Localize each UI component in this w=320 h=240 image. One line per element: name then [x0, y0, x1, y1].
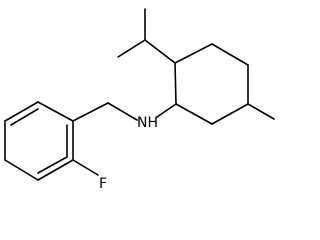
bond-benzene-to-fluorine: [72, 159, 99, 176]
bond-isopropyl-methyl-left: [117, 39, 146, 58]
bond-ring-to-nitrogen: [156, 103, 177, 118]
ring-bond-2: [211, 43, 249, 66]
benzene-double-bond-b: [37, 156, 68, 174]
bond-ring-methyl: [247, 103, 275, 120]
benzene-bond-4: [4, 159, 39, 181]
benzene-double-bond-a: [10, 108, 39, 126]
ring-bond-4: [211, 103, 249, 125]
benzene-bond-2: [4, 101, 39, 122]
ring-bond-5: [175, 103, 213, 125]
bond-methylene-to-benzene: [72, 102, 109, 122]
benzene-bond-1: [37, 101, 74, 122]
benzene-bond-5: [37, 159, 74, 181]
amine-linkage: [72, 102, 177, 122]
fluorine-label: F: [99, 176, 107, 191]
molecule-svg: NH F: [4, 8, 275, 192]
cyclohexane-ring: [174, 43, 249, 125]
ring-bond-6: [174, 62, 177, 105]
isopropyl-group: [117, 8, 176, 64]
bond-nitrogen-to-methylene: [107, 102, 138, 121]
benzene-ring: [4, 101, 74, 181]
ring-bond-1: [174, 43, 213, 64]
bond-isopropyl-to-ring: [144, 39, 176, 64]
nitrogen-label: NH: [137, 115, 158, 131]
structure-diagram: NH F: [4, 8, 275, 192]
